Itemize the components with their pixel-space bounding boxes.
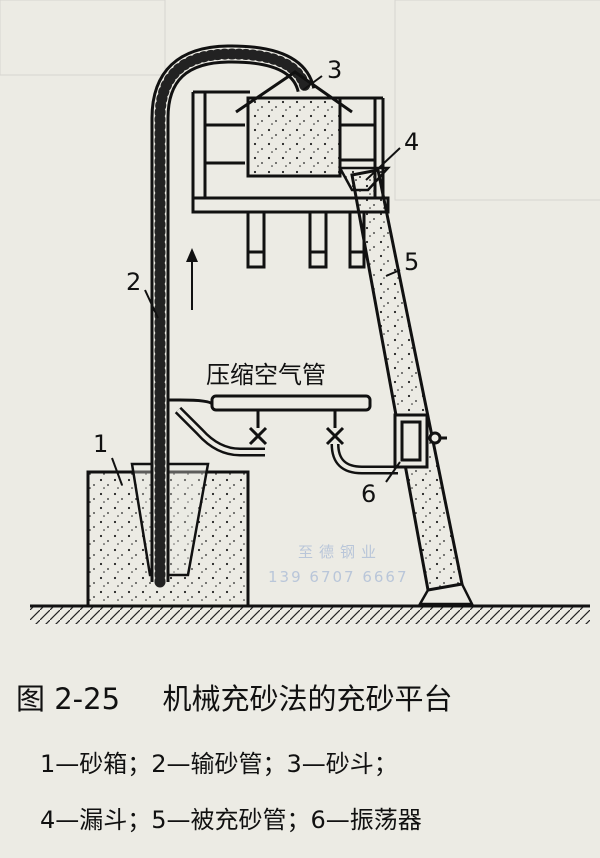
label-sand-hopper: 3 [327,56,342,84]
watermark-company: 至德钢业 [298,543,382,561]
legend-line-1: 1—砂箱；2—输砂管；3—砂斗； [40,750,398,778]
ground [30,604,590,624]
figure-title: 机械充砂法的充砂平台 [162,682,453,716]
label-sand-box: 1 [93,430,108,458]
flow-arrow [186,248,198,310]
label-conveying-pipe: 2 [126,268,141,296]
label-compressed-air-pipe: 压缩空气管 [206,361,326,389]
label-funnel: 4 [404,128,419,156]
leader-lines [111,75,401,486]
legend-line-2: 4—漏斗；5—被充砂管；6—振荡器 [40,806,422,834]
watermark-phone: 139 6707 6667 [268,568,409,586]
sand-hopper [235,70,353,178]
figure-caption: 图 2-25 机械充砂法的充砂平台 [16,676,586,718]
compressed-air-pipe [168,394,398,475]
background-bleed [0,0,600,201]
label-pipe-being-filled: 5 [404,248,419,276]
pipe-being-filled [350,168,475,606]
platform-frame [191,90,390,269]
sand-filling-platform-diagram: 1 2 3 4 5 6 压缩空气管 至德钢业 139 6707 6667 [0,0,600,624]
figure-number: 图 2-25 [16,682,121,716]
vibrator [393,413,447,469]
label-vibrator: 6 [361,480,376,508]
sand-conveying-pipe [150,44,316,588]
